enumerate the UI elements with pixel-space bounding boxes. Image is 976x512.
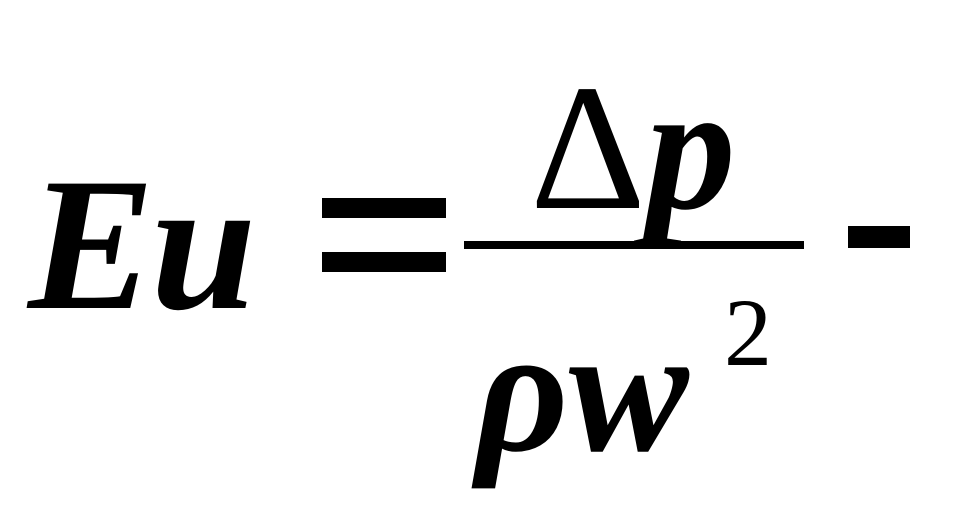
pressure-variable: p (645, 48, 736, 247)
denominator-exponent: 2 (724, 279, 772, 386)
formula-lhs-eu: Eu (28, 140, 256, 350)
fraction-numerator: Δp (530, 58, 736, 238)
equals-sign (322, 198, 446, 274)
equals-bar-top (322, 198, 446, 218)
equals-bar-bottom (322, 252, 446, 272)
delta-symbol: Δ (530, 48, 646, 247)
trailing-dash (848, 226, 910, 248)
fraction-denominator: ρw (476, 290, 689, 489)
fraction-bar (464, 241, 804, 249)
